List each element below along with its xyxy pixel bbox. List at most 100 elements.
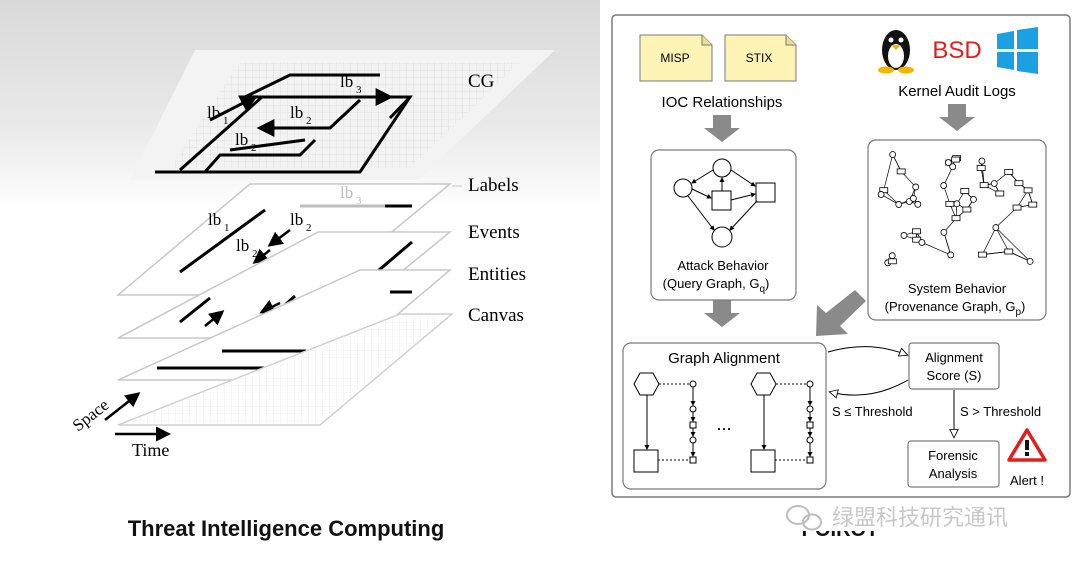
provenance-graph	[877, 151, 1038, 267]
cg-lb1-sub: 1	[223, 115, 229, 127]
alert-icon	[1007, 428, 1047, 462]
provenance-node	[962, 206, 972, 213]
provenance-node	[960, 188, 970, 194]
provenance-node	[900, 232, 908, 239]
provenance-edge	[982, 227, 997, 255]
cg-lb3-sub: 3	[356, 84, 362, 96]
provenance-edge	[995, 227, 1031, 262]
provenance-edge	[883, 154, 894, 191]
axes: Space Time	[69, 392, 171, 460]
graph-alignment-box: Graph Alignment	[622, 342, 827, 490]
wechat-icon	[786, 505, 822, 531]
provenance-node	[1004, 169, 1014, 175]
provenance-node	[995, 190, 1005, 197]
cg-lb3: lb	[340, 72, 353, 91]
provenance-node	[1004, 248, 1014, 255]
kernel-label: Kernel Audit Logs	[898, 83, 1016, 100]
labels-lb1: lb	[208, 210, 221, 229]
events-label: Events	[468, 222, 520, 243]
attack-label: Attack Behavior	[677, 258, 769, 273]
provenance-node	[951, 215, 961, 222]
system-sublabel: (Provenance Graph, Gp)	[885, 299, 1026, 318]
provenance-node	[918, 239, 926, 246]
provenance-node	[992, 224, 1000, 231]
cg-lb2b: lb	[235, 130, 248, 149]
provenance-node	[949, 163, 957, 171]
provenance-edge	[982, 251, 1009, 255]
entities-label: Entities	[468, 264, 526, 285]
labels-lb2a: lb	[290, 210, 303, 229]
provenance-edge	[921, 242, 951, 256]
score-line2: Score (S)	[927, 368, 982, 383]
cg-lb2b-sub: 2	[251, 142, 257, 154]
layer-cg: lb 3 lb 1 lb 2 lb 2 CG	[130, 50, 555, 180]
forensic-line2: Analysis	[929, 466, 978, 481]
provenance-node	[947, 251, 955, 259]
provenance-node	[940, 228, 948, 236]
provenance-edge	[943, 166, 954, 186]
provenance-node	[914, 200, 922, 208]
ellipsis: ...	[716, 414, 731, 434]
provenance-node	[909, 195, 917, 202]
cg-lb1: lb	[207, 103, 220, 122]
provenance-node	[896, 168, 906, 175]
stix-note: STIX	[724, 34, 797, 82]
provenance-node	[889, 151, 897, 158]
alert-label: Alert !	[1010, 473, 1044, 488]
labels-lb3: lb	[340, 183, 353, 202]
layer-labels: lb 3 lb 1 lb 2 lb 2 Labels	[115, 175, 519, 296]
provenance-edge	[995, 207, 1018, 228]
attack-sublabel: (Query Graph, Gq)	[663, 276, 770, 295]
provenance-node	[979, 182, 989, 189]
provenance-node	[1014, 180, 1024, 187]
provenance-node	[977, 251, 987, 258]
labels-lb1-sub: 1	[224, 222, 230, 234]
gray-arrows	[704, 104, 975, 336]
provenance-node	[912, 228, 921, 235]
score-line1: Alignment	[925, 350, 983, 365]
provenance-node	[887, 258, 897, 265]
system-behavior-box: System Behavior (Provenance Graph, Gp)	[867, 139, 1047, 321]
le-threshold-label: S ≤ Threshold	[832, 404, 913, 419]
stix-label: STIX	[746, 51, 773, 65]
provenance-node	[944, 159, 952, 166]
cg-label: CG	[468, 71, 495, 92]
provenance-node	[895, 201, 903, 208]
provenance-node	[1012, 204, 1022, 211]
cg-lb2a-sub: 2	[306, 115, 312, 127]
provenance-edge	[943, 232, 952, 256]
misp-note: MISP	[639, 34, 713, 82]
provenance-node	[970, 196, 977, 203]
misp-label: MISP	[660, 51, 689, 65]
provenance-node	[888, 252, 896, 260]
labels-label: Labels	[468, 175, 519, 196]
alignment-score-box: Alignment Score (S)	[908, 342, 1000, 390]
watermark: 绿盟科技研究通讯	[786, 505, 1008, 531]
time-axis-label: Time	[132, 440, 169, 460]
watermark-text: 绿盟科技研究通讯	[832, 505, 1008, 530]
provenance-edge	[995, 227, 1010, 252]
provenance-node	[877, 191, 885, 198]
provenance-node	[978, 157, 986, 165]
provenance-node	[1028, 201, 1038, 208]
provenance-node	[990, 180, 998, 187]
tux-logo	[878, 30, 914, 74]
layer-entities: Entities	[117, 264, 526, 381]
provenance-node	[976, 165, 986, 171]
labels-lb2a-sub: 2	[306, 222, 312, 234]
system-label: System Behavior	[908, 281, 1007, 296]
provenance-node	[912, 183, 920, 191]
attack-behavior-box: Attack Behavior (Query Graph, Gq)	[650, 149, 797, 301]
labels-lb2b: lb	[236, 236, 249, 255]
to-score-arrow	[827, 346, 907, 355]
provenance-node	[940, 182, 948, 189]
labels-lb3-sub: 3	[356, 195, 362, 207]
forensic-line1: Forensic	[928, 448, 978, 463]
space-axis-label: Space	[69, 395, 113, 435]
provenance-node	[951, 156, 961, 163]
alignment-title: Graph Alignment	[668, 350, 781, 367]
ioc-label: IOC Relationships	[662, 94, 783, 111]
left-caption: Threat Intelligence Computing	[128, 516, 445, 541]
